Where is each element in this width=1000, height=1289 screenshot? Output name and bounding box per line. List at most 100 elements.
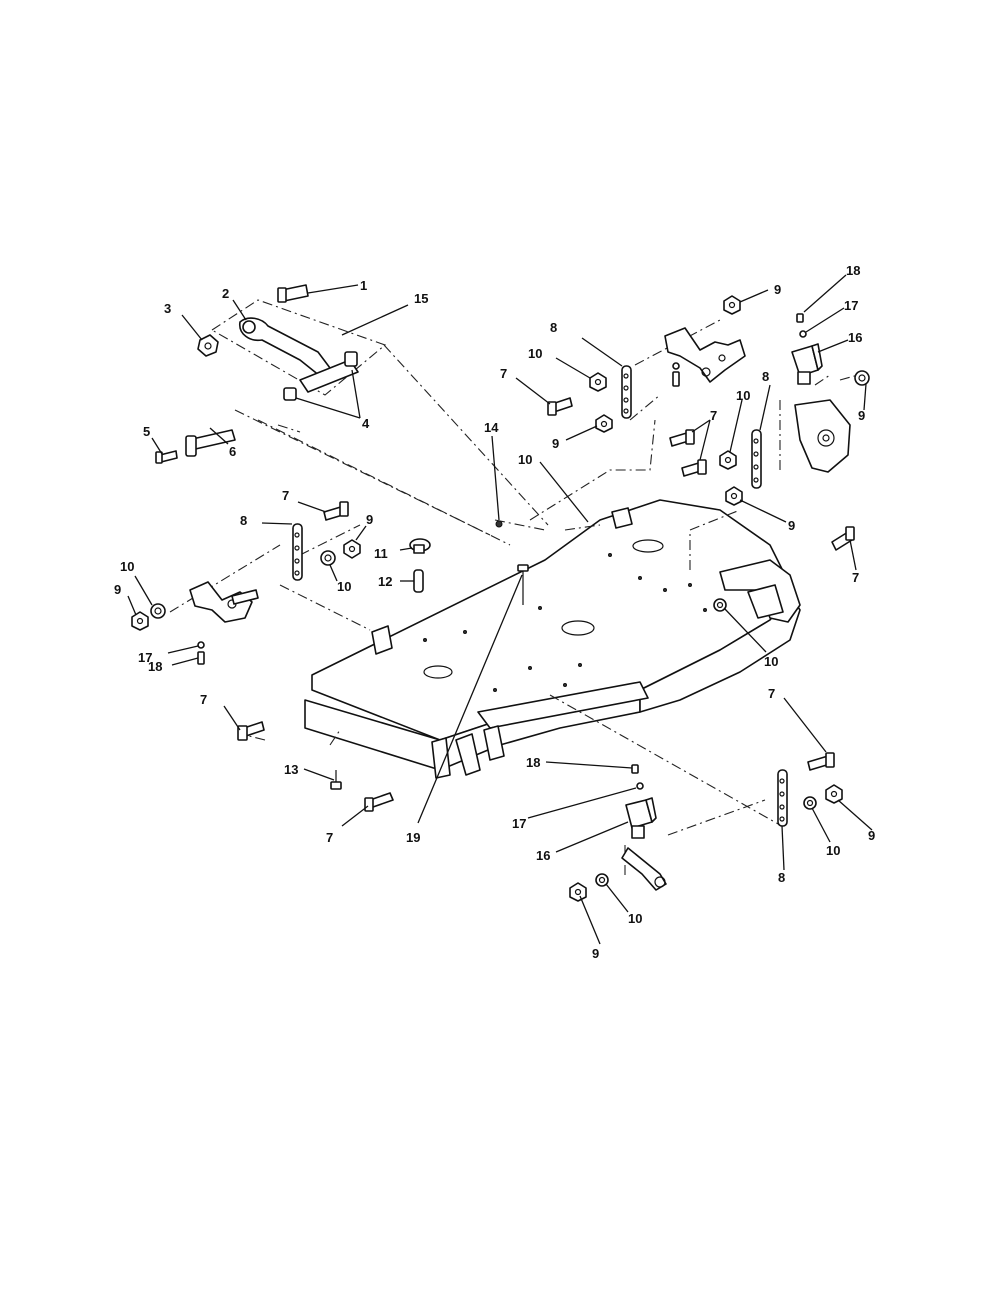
bolt-part-5	[155, 450, 178, 464]
callout-10-right: 10	[764, 654, 778, 669]
callout-9-upper: 9	[552, 436, 559, 451]
callout-7-right: 7	[852, 570, 859, 585]
callout-8-mid-right: 8	[762, 369, 769, 384]
pin-small-left	[197, 651, 205, 665]
bolt-part-19	[517, 564, 529, 605]
pivot-block-upper	[791, 343, 823, 385]
callout-9-lower-right: 9	[868, 828, 875, 843]
bolt-right	[831, 526, 855, 551]
callout-18-left: 18	[148, 659, 162, 674]
bolt-bottom-left	[364, 792, 394, 812]
nut-left-upper	[343, 539, 361, 559]
pivot-bracket-right	[794, 399, 851, 473]
left-hanger-assembly	[189, 581, 259, 623]
callout-9-top: 9	[774, 282, 781, 297]
callout-19: 19	[406, 830, 420, 845]
leader-lines	[127, 274, 873, 945]
callout-9-far-right: 9	[858, 408, 865, 423]
callout-10-far-left: 10	[120, 559, 134, 574]
deck-holes	[423, 553, 707, 692]
washer-far-left	[150, 603, 166, 619]
rod-part-6	[185, 429, 236, 457]
callout-10-lower-right: 10	[826, 843, 840, 858]
front-pivot-bracket-left	[431, 737, 451, 779]
callout-7-left-top: 7	[282, 488, 289, 503]
callout-5: 5	[143, 424, 150, 439]
nut-mid-right	[719, 450, 737, 470]
callout-13: 13	[284, 762, 298, 777]
callout-10-left: 10	[337, 579, 351, 594]
callout-12: 12	[378, 574, 392, 589]
washer-lower-right	[803, 796, 817, 810]
nut-upper-mid	[589, 372, 607, 392]
callout-10-mid-right: 10	[736, 388, 750, 403]
washer-small-left	[197, 641, 205, 649]
callout-18-upper-right: 18	[846, 263, 860, 278]
nut-mid-right-low	[725, 486, 743, 506]
nut-upper-top	[723, 295, 741, 315]
callout-16-lower: 16	[536, 848, 550, 863]
callout-8-upper: 8	[550, 320, 557, 335]
bolt-left-top	[323, 501, 349, 521]
bolt-mid-right-b	[681, 459, 707, 477]
nut-lower-right	[825, 784, 843, 804]
callout-17-upper-right: 17	[844, 298, 858, 313]
deck-front-rail	[477, 681, 649, 729]
fitting-part-14	[495, 520, 503, 528]
mower-deck	[304, 499, 801, 779]
callout-18-lower: 18	[526, 755, 540, 770]
callout-7-bottom-left: 7	[326, 830, 333, 845]
callout-17-lower: 17	[512, 816, 526, 831]
chain-link-left	[292, 523, 303, 581]
deck-bracket-center	[611, 507, 633, 529]
push-arm-shaft	[299, 359, 359, 393]
spacer-lower	[283, 387, 297, 401]
screw-part-13	[330, 770, 342, 790]
callout-11: 11	[374, 546, 388, 561]
bolt-lower-left	[237, 721, 265, 741]
assembly-lines	[169, 299, 859, 875]
bolt-upper	[547, 397, 573, 416]
bolt-lower-right	[807, 752, 835, 771]
callout-3: 3	[164, 301, 171, 316]
upper-right-hanger-bracket	[664, 327, 746, 383]
small-pin-upper	[672, 362, 680, 387]
callout-9-mid-right: 9	[788, 518, 795, 533]
callout-4: 4	[362, 416, 370, 431]
bolt-mid-right-a	[669, 429, 695, 447]
chain-link-lower-right	[777, 769, 788, 827]
nut-upper-low	[595, 414, 613, 433]
spacer-upper	[344, 351, 358, 367]
spindle-opening-3	[632, 539, 664, 553]
callout-17-left: 17	[138, 650, 152, 665]
nut-part-3	[197, 334, 219, 357]
chain-link-mid-right	[751, 429, 762, 489]
deck-rear-bracket	[371, 625, 393, 655]
knob-part-11	[409, 538, 431, 554]
washer-far-right-upper	[854, 370, 870, 386]
callout-10-mid: 10	[518, 452, 532, 467]
callout-labels: 1 2 3 15 4 5 6 14 7 8 9 10 11 12 10 9 17…	[114, 263, 875, 961]
callout-6: 6	[229, 444, 236, 459]
nut-lower-center	[569, 882, 587, 902]
washer-right-deck	[713, 598, 727, 612]
callout-9-far-left: 9	[114, 582, 121, 597]
front-pivot-bracket-center	[455, 733, 481, 776]
callout-2: 2	[222, 286, 229, 301]
callout-8-left: 8	[240, 513, 247, 528]
spindle-opening-2	[561, 620, 595, 636]
push-arm-assembly	[239, 317, 359, 401]
pivot-shaft-lower	[621, 847, 667, 891]
chain-link-upper	[621, 365, 632, 419]
left-hanger-shaft	[231, 589, 259, 605]
callout-9-left: 9	[366, 512, 373, 527]
callout-8-lower-right: 8	[778, 870, 785, 885]
bolt-part-1	[277, 284, 309, 303]
push-arm-eye	[242, 320, 256, 334]
callout-7-mid-right: 7	[710, 408, 717, 423]
tiny-pin-lower	[631, 764, 644, 790]
callout-9-lower: 9	[592, 946, 599, 961]
callout-10-upper: 10	[528, 346, 542, 361]
